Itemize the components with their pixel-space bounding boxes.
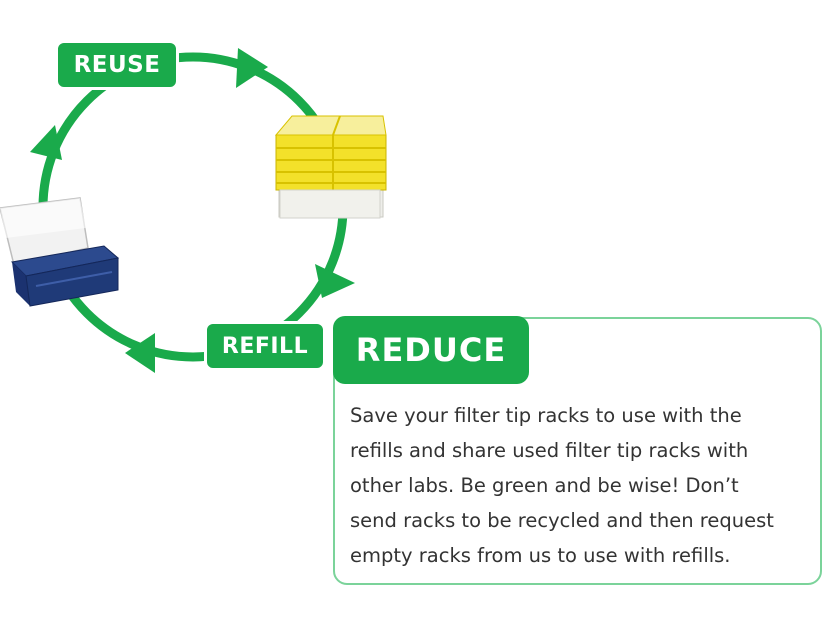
cycle-arrow-icon xyxy=(30,48,355,373)
yellow-refill-rack-stack-icon xyxy=(274,115,387,219)
reduce-line: refills and share used filter tip racks … xyxy=(350,439,749,462)
arrowhead-right xyxy=(315,264,355,298)
arrowhead-top-right xyxy=(236,48,268,88)
reduce-line: Save your filter tip racks to use with t… xyxy=(350,404,742,427)
reduce-line: empty racks from us to use with refills. xyxy=(350,544,731,567)
blue-tip-box-icon xyxy=(0,197,120,307)
arrowhead-left xyxy=(30,125,62,160)
reduce-description: Save your filter tip racks to use with t… xyxy=(350,398,815,573)
reduce-title: REDUCE xyxy=(333,316,529,384)
arrowhead-bottom xyxy=(125,333,155,373)
reuse-badge: REUSE xyxy=(55,40,179,90)
reduce-line: send racks to be recycled and then reque… xyxy=(350,509,774,532)
reduce-line: other labs. Be green and be wise! Don’t xyxy=(350,474,739,497)
refill-badge: REFILL xyxy=(204,321,326,371)
